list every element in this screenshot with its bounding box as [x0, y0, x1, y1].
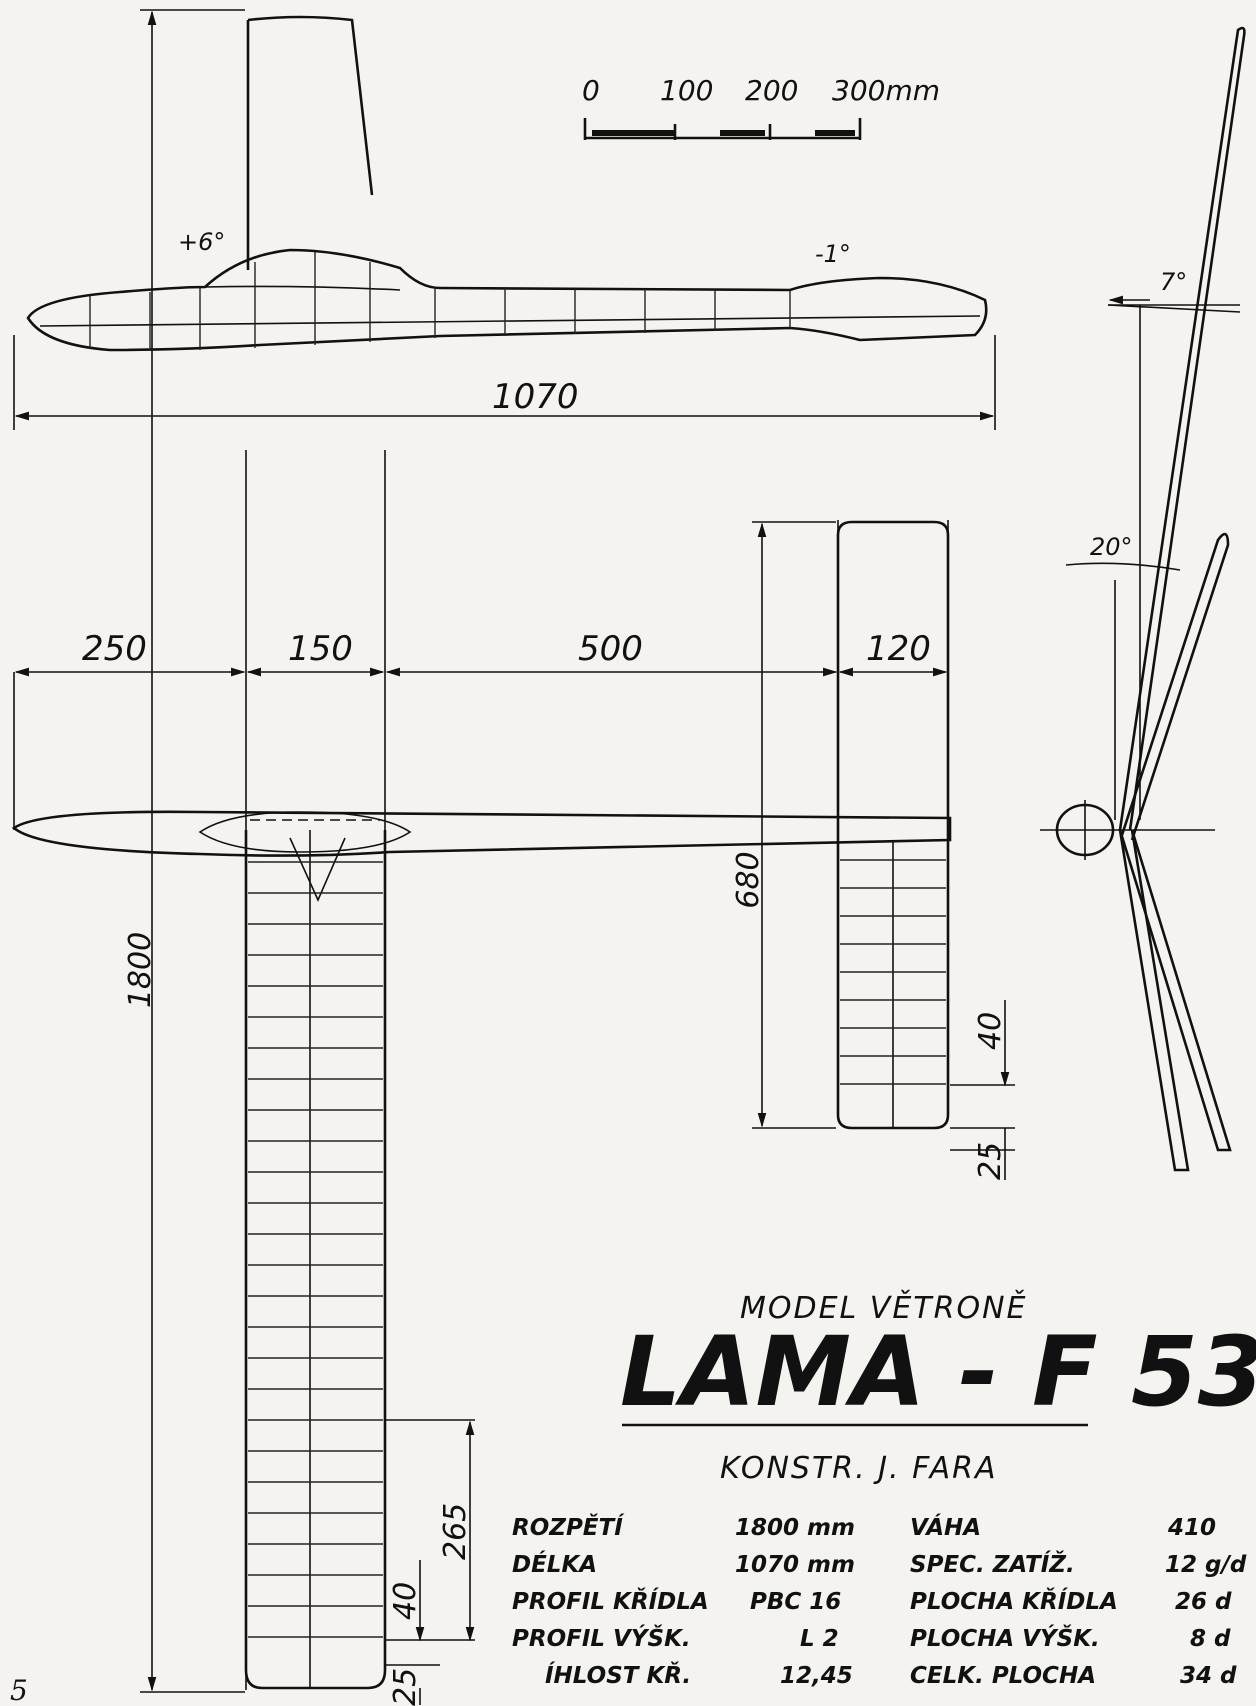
dihedral-angle-label: 20°	[1090, 533, 1133, 561]
dim-chord-label: 150	[288, 629, 353, 669]
spec-label-wing-area: PLOCHA KŘÍDLA	[910, 1587, 1118, 1615]
spec-value-loading: 12 g/d	[1165, 1552, 1247, 1578]
spec-value-wing-profile: PBC 16	[750, 1589, 841, 1615]
dim-stab-chord-label: 120	[866, 629, 931, 669]
spec-value-aspect: 12,45	[780, 1663, 853, 1689]
wing-ribs	[248, 861, 383, 1638]
spec-label-total-area: CELK. PLOCHA	[910, 1663, 1096, 1689]
designer-credit: KONSTR. J. FARA	[720, 1451, 998, 1486]
stab-tip-dim-b: 25	[973, 1142, 1008, 1180]
scale-tick-200: 200	[745, 74, 798, 107]
fuselage-length-label: 1070	[492, 377, 579, 417]
spec-label-aspect: ÍHLOST KŘ.	[545, 1661, 691, 1689]
spec-label-loading: SPEC. ZATÍŽ.	[910, 1550, 1075, 1578]
model-subtitle: MODEL VĚTRONĚ	[740, 1290, 1027, 1326]
scale-tick-100: 100	[660, 74, 713, 107]
dim-nose-label: 250	[82, 629, 147, 669]
scale-bar: 0 100 200 300mm	[582, 74, 940, 140]
spec-value-length: 1070 mm	[735, 1552, 855, 1578]
fin-angle-label: 7°	[1160, 268, 1187, 296]
page-number: 5	[10, 1674, 28, 1706]
wing-incidence-label: +6°	[178, 228, 225, 256]
dim-tail-moment-label: 500	[578, 629, 643, 669]
span-label: 1800	[123, 932, 158, 1008]
wing-tip-length-label: 265	[438, 1503, 473, 1560]
stab-ribs	[840, 859, 946, 1085]
spec-value-wing-area: 26 d	[1175, 1589, 1232, 1615]
spec-value-stab-profile: L 2	[800, 1626, 839, 1652]
scale-end-label: 300mm	[832, 74, 940, 107]
spec-label-wing-profile: PROFIL KŘÍDLA	[512, 1587, 709, 1615]
spec-label-weight: VÁHA	[910, 1513, 981, 1541]
wing-tip-dim-b: 25	[388, 1668, 423, 1706]
spec-label-length: DÉLKA	[512, 1550, 597, 1578]
top-view: 250 150 500 120 680 40 25 265	[11, 450, 1015, 1706]
model-title: LAMA - F 53	[620, 1316, 1256, 1428]
spec-value-stab-area: 8 d	[1190, 1626, 1231, 1652]
wing-tip-dim-a: 40	[388, 1582, 423, 1620]
spec-value-span: 1800 mm	[735, 1515, 855, 1541]
spec-table: ROZPĚTÍ 1800 mm DÉLKA 1070 mm PROFIL KŘÍ…	[512, 1513, 1247, 1689]
spec-label-span: ROZPĚTÍ	[512, 1513, 625, 1541]
scale-tick-0: 0	[582, 74, 600, 107]
spec-value-total-area: 34 d	[1180, 1663, 1237, 1689]
title-block: MODEL VĚTRONĚ LAMA - F 53 KONSTR. J. FAR…	[620, 1290, 1256, 1486]
stab-incidence-label: -1°	[815, 240, 851, 268]
stab-span-label: 680	[731, 851, 766, 908]
spec-label-stab-profile: PROFIL VÝŠK.	[512, 1624, 691, 1652]
spec-label-stab-area: PLOCHA VÝŠK.	[910, 1624, 1100, 1652]
stab-tip-dim-a: 40	[973, 1012, 1008, 1050]
spec-value-weight: 410	[1167, 1515, 1216, 1541]
front-view: 7° 20°	[1040, 26, 1246, 1172]
